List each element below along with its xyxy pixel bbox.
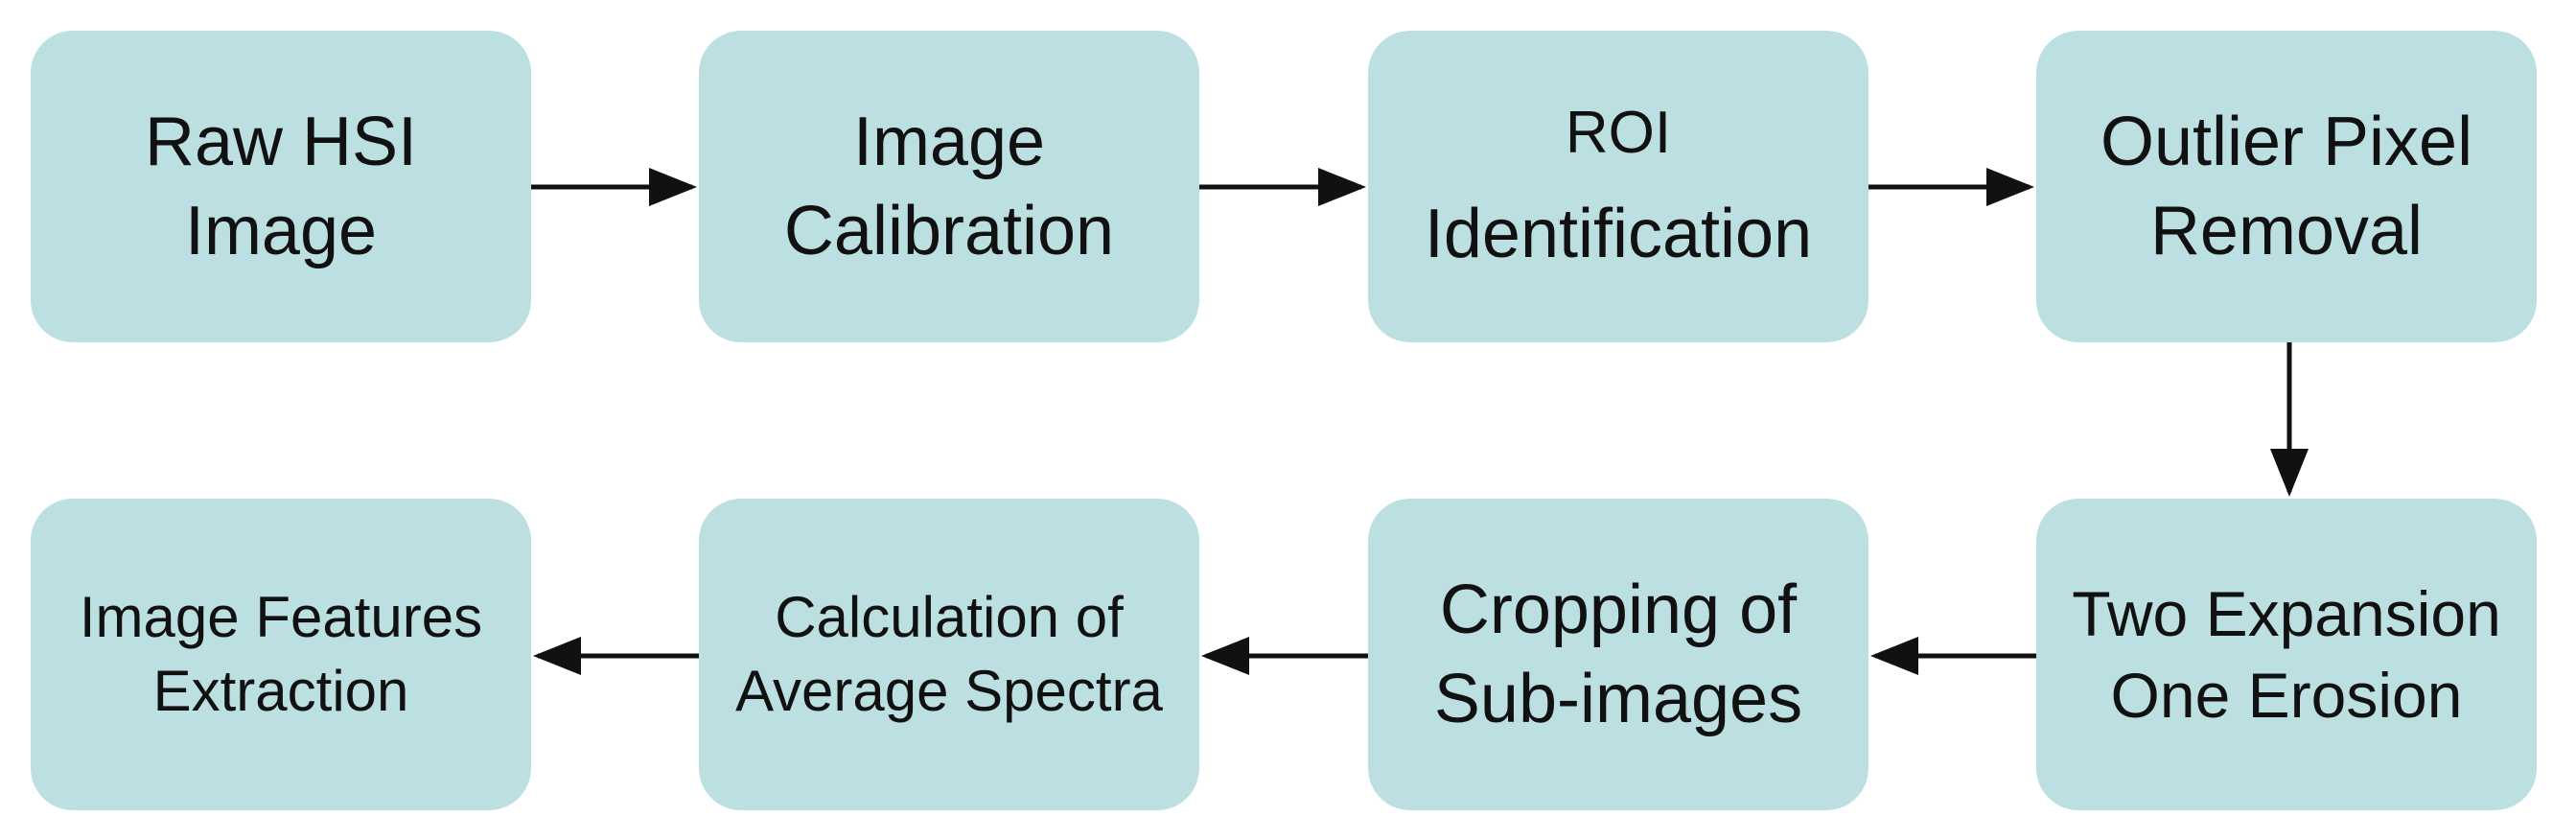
step-roi-identification-label: ROI Identification — [1425, 75, 1812, 298]
step-outlier-pixel-removal: Outlier Pixel Removal — [2036, 31, 2537, 342]
step-two-expansion-one-erosion: Two Expansion One Erosion — [2036, 499, 2537, 810]
step-image-calibration-label: Image Calibration — [783, 104, 1115, 269]
step-image-features-extraction-label: Image Features Extraction — [79, 584, 483, 723]
roi-label-line1: ROI — [1565, 99, 1672, 166]
step-outlier-pixel-removal-label: Outlier Pixel Removal — [2100, 104, 2473, 269]
roi-label-line2: Identification — [1424, 196, 1813, 273]
step-cropping-of-sub-images: Cropping of Sub-images — [1368, 499, 1868, 810]
step-roi-identification: ROI Identification — [1368, 31, 1868, 342]
step-image-features-extraction: Image Features Extraction — [31, 499, 531, 810]
step-calculation-of-average-spectra: Calculation of Average Spectra — [699, 499, 1199, 810]
step-cropping-of-sub-images-label: Cropping of Sub-images — [1433, 572, 1803, 737]
step-raw-hsi-image: Raw HSI Image — [31, 31, 531, 342]
step-raw-hsi-image-label: Raw HSI Image — [144, 104, 418, 269]
step-image-calibration: Image Calibration — [699, 31, 1199, 342]
step-two-expansion-one-erosion-label: Two Expansion One Erosion — [2072, 578, 2501, 731]
step-calculation-of-average-spectra-label: Calculation of Average Spectra — [735, 584, 1163, 723]
